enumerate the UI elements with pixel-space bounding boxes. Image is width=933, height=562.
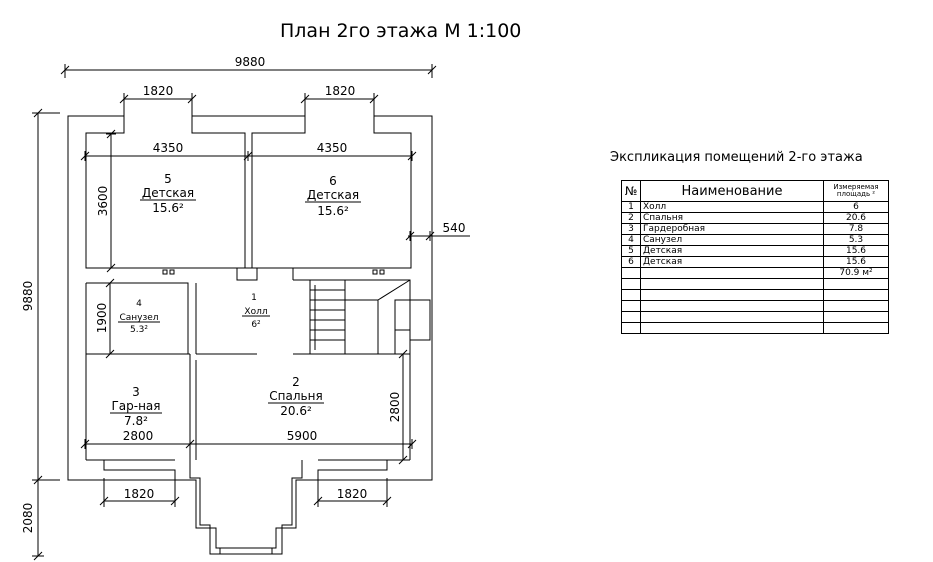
row-area: 15.6 [823, 245, 889, 257]
room5-name: Детская [142, 186, 194, 200]
row-area: 6 [823, 201, 889, 213]
table-row: 5 Детская 15.6 [621, 245, 889, 257]
dim-total-height: 9880 [21, 281, 35, 312]
room1-number: 1 [251, 293, 257, 303]
empty-row [621, 322, 889, 334]
dim-wall-540: 540 [443, 221, 466, 235]
room6-name: Детская [307, 188, 359, 202]
empty-cell [823, 278, 889, 290]
room6-number: 6 [329, 174, 337, 188]
room5-number: 5 [164, 172, 172, 186]
dim-balcony-depth: 2080 [21, 503, 35, 534]
row-area: 15.6 [823, 256, 889, 268]
dim-window-bottom-left: 1820 [124, 487, 155, 501]
table-row: 3 Гардеробная 7.8 [621, 223, 889, 235]
empty-cell [640, 267, 824, 279]
empty-row [621, 289, 889, 301]
dim-window-top-left: 1820 [143, 84, 174, 98]
explication-title: Экспликация помещений 2-го этажа [610, 150, 863, 165]
row-num: 3 [621, 223, 641, 235]
room2-number: 2 [292, 375, 300, 389]
row-name: Гардеробная [640, 223, 824, 235]
empty-cell [621, 267, 641, 279]
empty-cell [640, 278, 824, 290]
empty-cell [640, 322, 824, 334]
row-num: 5 [621, 245, 641, 257]
row-num: 2 [621, 212, 641, 224]
row-area: 5.3 [823, 234, 889, 246]
table-row: 1 Холл 6 [621, 201, 889, 213]
floor-plan: 9880 1820 1820 4350 4350 540 2800 5900 1… [21, 55, 470, 561]
dim-room3-width: 2800 [123, 429, 154, 443]
col-name-header: Наименование [640, 180, 824, 202]
room2-name: Спальня [269, 389, 322, 403]
col-area-header: Измеряемая площадь ² [823, 180, 889, 202]
room1-area: 6² [251, 320, 261, 330]
row-num: 1 [621, 201, 641, 213]
empty-cell [640, 289, 824, 301]
row-name: Спальня [640, 212, 824, 224]
dim-room6-width: 4350 [317, 141, 348, 155]
table-row: 6 Детская 15.6 [621, 256, 889, 268]
table-row: 2 Спальня 20.6 [621, 212, 889, 224]
room2-area: 20.6² [280, 404, 312, 418]
total-row: 70.9 м² [621, 267, 889, 279]
explication-table: № Наименование Измеряемая площадь ² 1 Хо… [621, 180, 889, 334]
empty-cell [621, 278, 641, 290]
dim-room4-height: 1900 [95, 303, 109, 334]
row-num: 4 [621, 234, 641, 246]
room3-area: 7.8² [124, 414, 148, 428]
outer-walls [67, 115, 433, 481]
room3-number: 3 [132, 385, 140, 399]
empty-cell [823, 311, 889, 323]
row-name: Детская [640, 256, 824, 268]
row-area: 20.6 [823, 212, 889, 224]
row-name: Детская [640, 245, 824, 257]
empty-cell [621, 311, 641, 323]
dim-window-bottom-right: 1820 [337, 487, 368, 501]
empty-cell [823, 289, 889, 301]
balcony [175, 460, 318, 555]
empty-cell [640, 311, 824, 323]
empty-cell [823, 322, 889, 334]
room5-area: 15.6² [152, 201, 184, 215]
staircase [309, 279, 431, 355]
room3-name: Гар-ная [111, 399, 160, 413]
row-num: 6 [621, 256, 641, 268]
empty-row [621, 311, 889, 323]
empty-cell [823, 300, 889, 312]
row-area: 7.8 [823, 223, 889, 235]
row-name: Холл [640, 201, 824, 213]
dim-room2-height: 2800 [388, 392, 402, 423]
empty-row [621, 278, 889, 290]
room4-name: Санузел [119, 313, 158, 323]
room4-area: 5.3² [130, 325, 148, 335]
empty-cell [621, 300, 641, 312]
dim-total-width: 9880 [235, 55, 266, 69]
table-row: 4 Санузел 5.3 [621, 234, 889, 246]
dimension-lines [32, 64, 470, 561]
plan-title: План 2го этажа М 1:100 [280, 20, 522, 42]
dim-room5-height: 3600 [96, 186, 110, 217]
room1-name: Холл [244, 307, 267, 317]
room6-area: 15.6² [317, 204, 349, 218]
dim-window-top-right: 1820 [325, 84, 356, 98]
empty-cell [621, 289, 641, 301]
explication-header: № Наименование Измеряемая площадь ² [621, 180, 889, 202]
row-name: Санузел [640, 234, 824, 246]
dim-room2-width: 5900 [287, 429, 318, 443]
empty-cell [621, 322, 641, 334]
dim-room5-width: 4350 [153, 141, 184, 155]
empty-row [621, 300, 889, 312]
total-area: 70.9 м² [823, 267, 889, 279]
col-num-header: № [621, 180, 641, 202]
room4-number: 4 [136, 299, 142, 309]
empty-cell [640, 300, 824, 312]
